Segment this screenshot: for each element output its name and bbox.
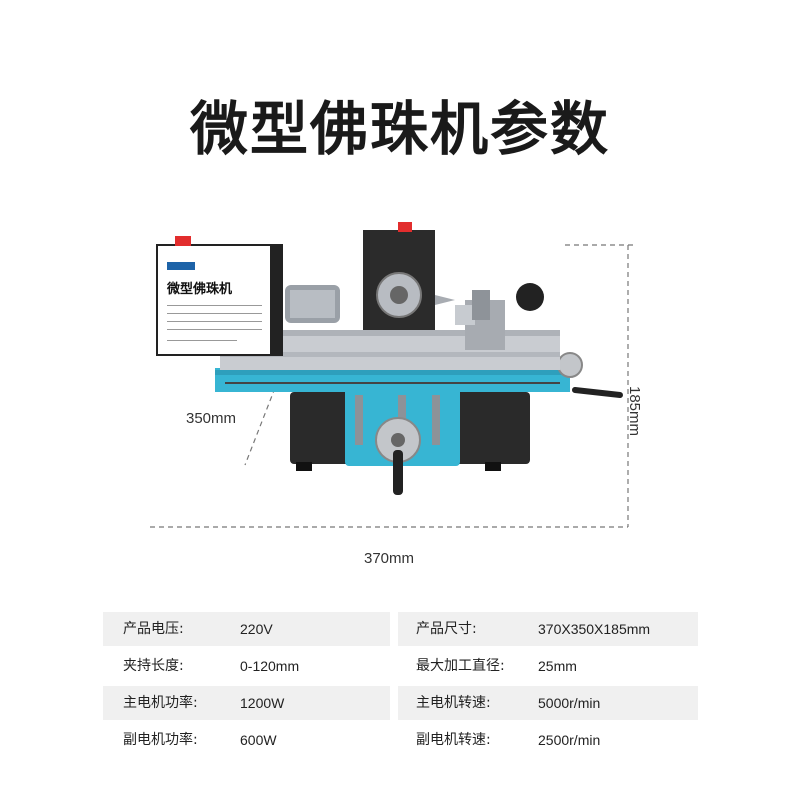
spec-row: 主电机功率: 1200W 主电机转速: 5000r/min	[103, 686, 698, 720]
dimension-lines	[150, 244, 636, 528]
spec-key: 主电机功率:	[123, 695, 198, 711]
spec-value: 1200W	[240, 695, 285, 711]
spec-key: 主电机转速:	[416, 695, 491, 711]
spec-value: 25mm	[538, 658, 577, 674]
panel-title: 微型佛珠机	[166, 281, 232, 297]
spec-key: 夹持长度:	[123, 658, 184, 674]
spec-value: 5000r/min	[538, 695, 601, 711]
spec-row: 夹持长度: 0-120mm 最大加工直径: 25mm	[103, 649, 698, 683]
width-label: 370mm	[364, 550, 415, 567]
spec-table: 产品电压: 220V 产品尺寸: 370X350X185mm 夹持长度: 0-1…	[103, 612, 698, 760]
spec-key: 副电机功率:	[123, 732, 198, 748]
spec-key: 产品电压:	[123, 621, 184, 637]
page-title: 微型佛珠机参数	[189, 95, 610, 163]
spec-value: 2500r/min	[538, 732, 601, 748]
spec-value: 600W	[240, 732, 277, 748]
side-handwheel	[557, 352, 583, 378]
control-box	[156, 244, 283, 356]
spec-value: 370X350X185mm	[538, 621, 651, 637]
spec-value: 220V	[240, 621, 273, 637]
spec-row: 产品电压: 220V 产品尺寸: 370X350X185mm	[103, 612, 698, 646]
spec-key: 副电机转速:	[416, 732, 491, 748]
height-label: 185mm	[626, 386, 643, 437]
spec-value: 0-120mm	[240, 658, 300, 674]
spec-key: 产品尺寸:	[416, 621, 477, 637]
spec-row: 副电机功率: 600W 副电机转速: 2500r/min	[103, 723, 698, 757]
depth-label: 350mm	[186, 410, 237, 427]
spec-key: 最大加工直径:	[416, 658, 505, 674]
machine-illustration: 微型佛珠机	[150, 222, 636, 528]
